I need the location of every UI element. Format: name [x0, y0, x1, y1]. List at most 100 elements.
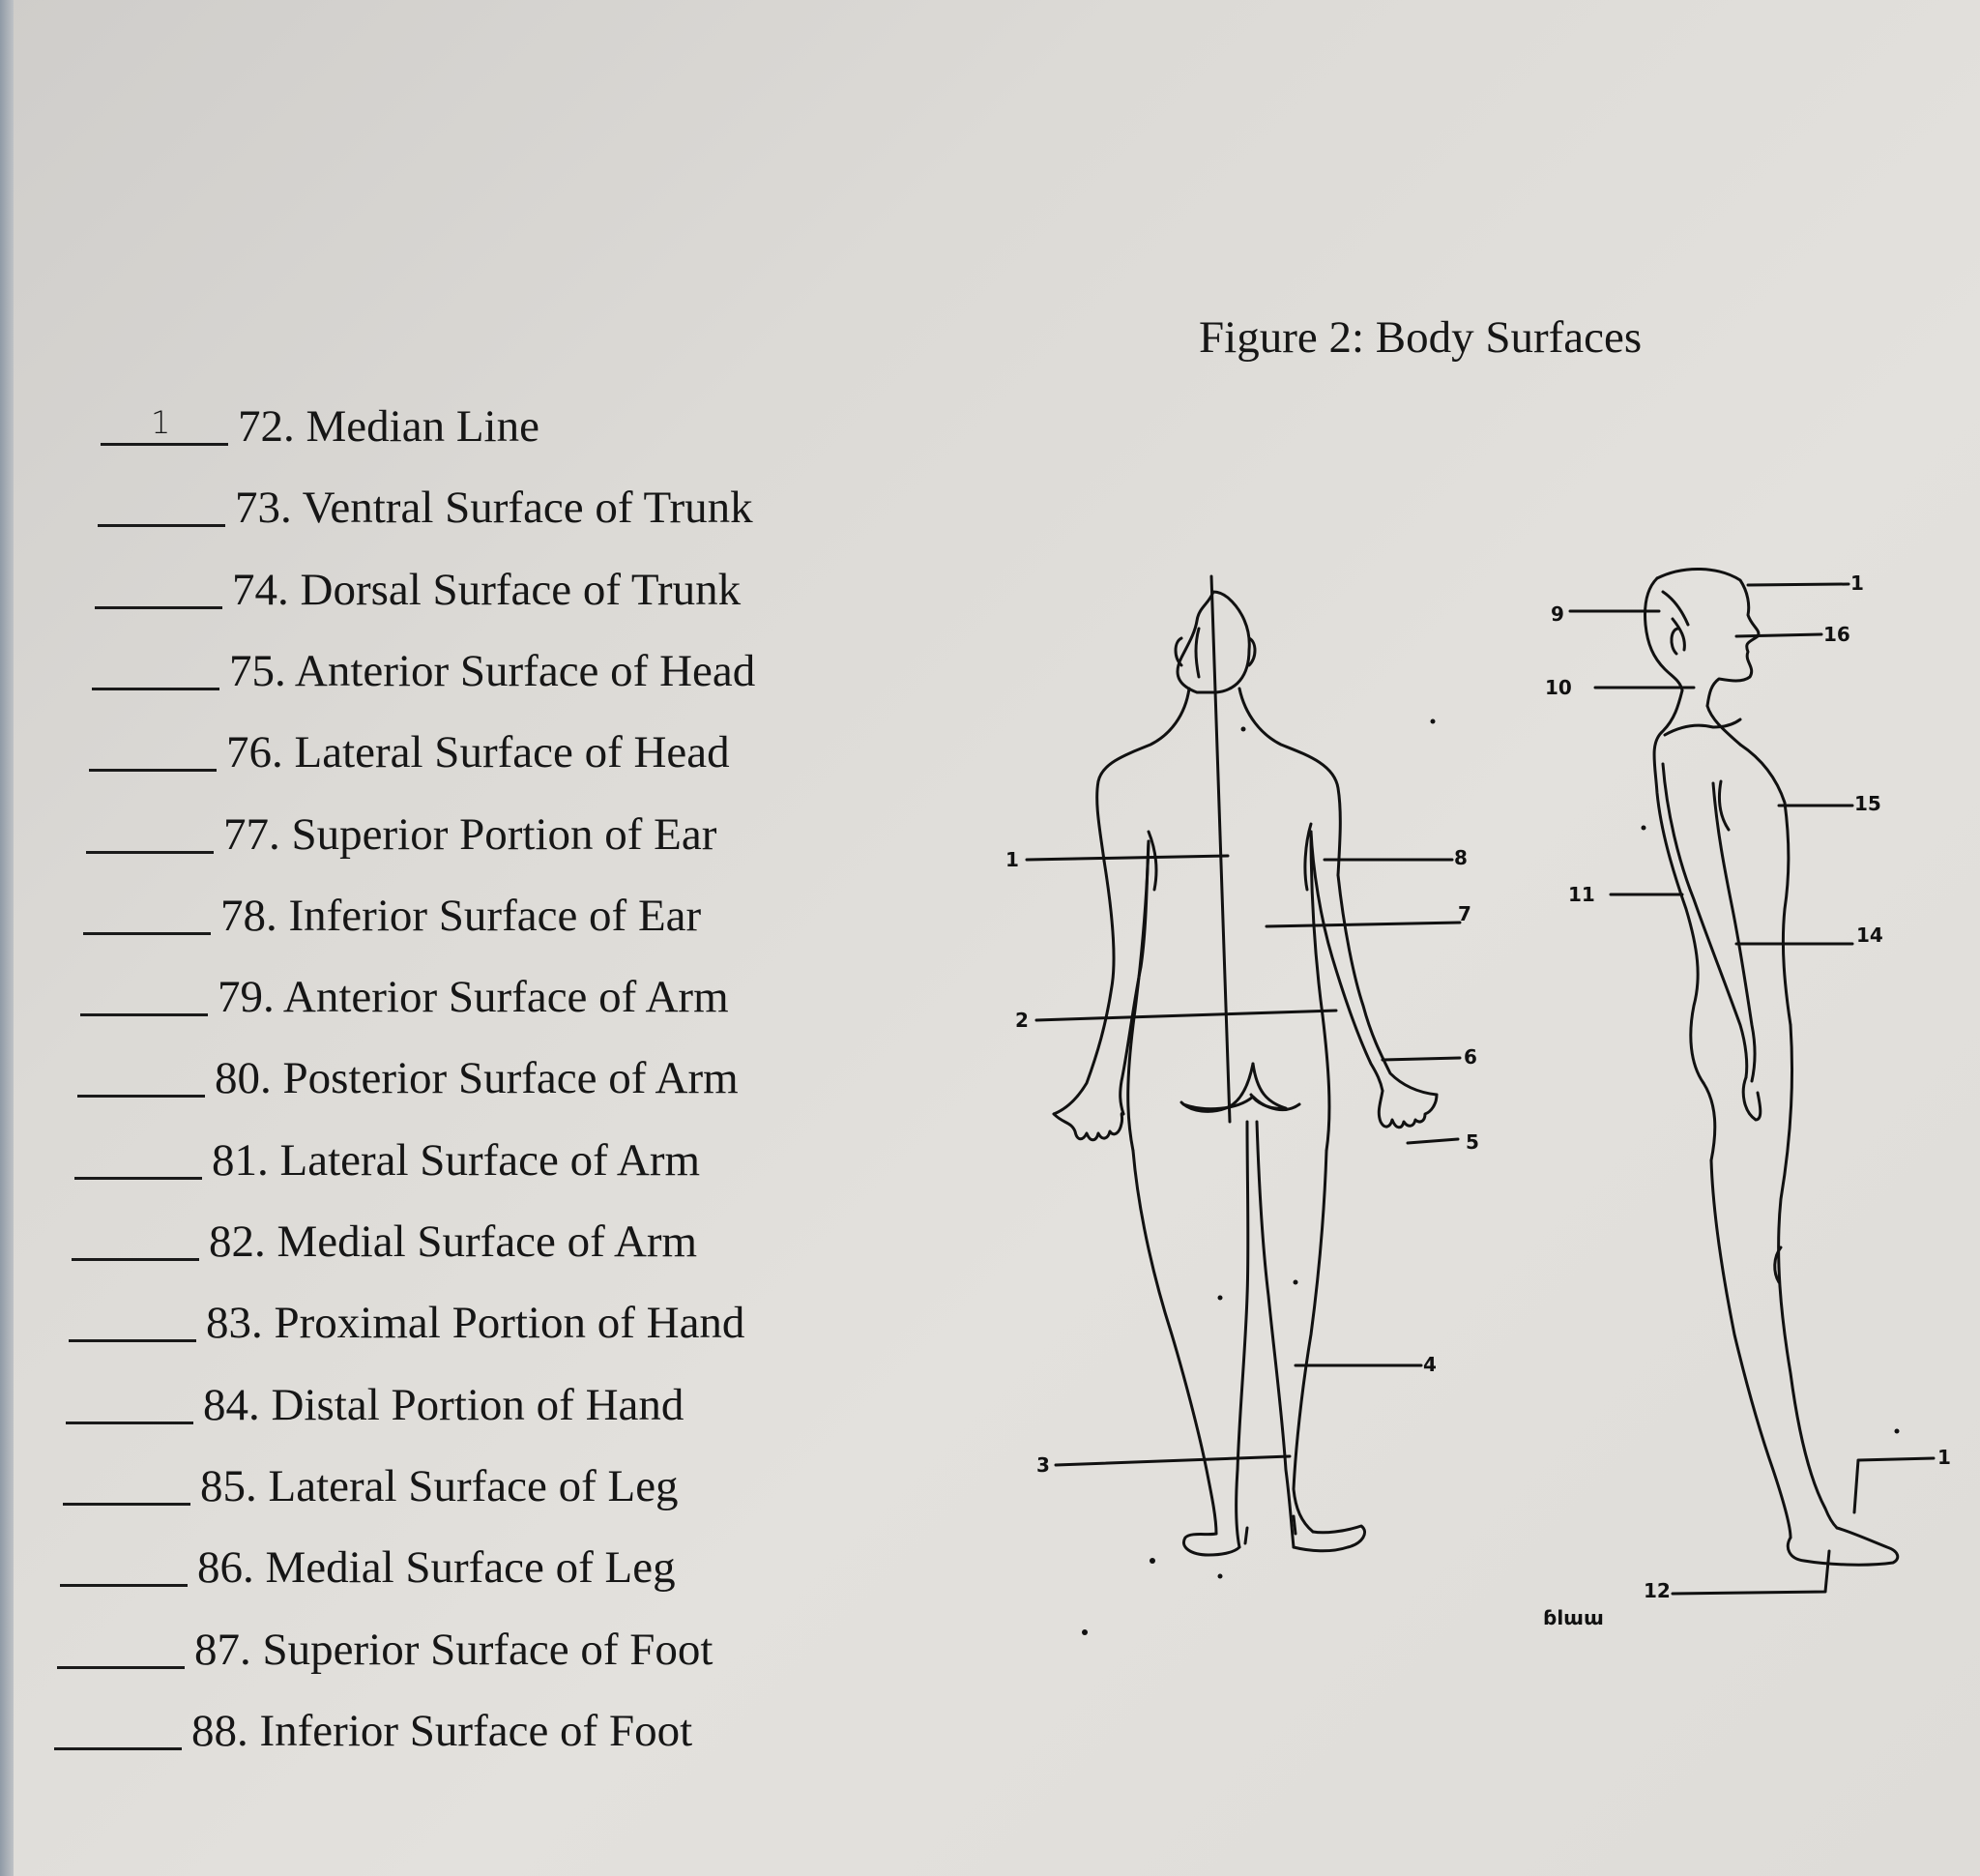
back-left-leg-inner: [1235, 1120, 1250, 1549]
figure-number-3-back: 3: [1036, 1453, 1050, 1477]
back-left-foot: [1182, 1532, 1241, 1557]
item-number: 78.: [220, 890, 277, 941]
figure-number-13-side: ɓlɯɯ: [1543, 1606, 1604, 1629]
back-neck-shoulder-right: [1238, 687, 1342, 877]
figure-number-7-back: 7: [1458, 902, 1471, 925]
back-view-figure: 1 2 3 4 5 6 7 8: [1005, 574, 1479, 1557]
side-shoulder: [1663, 718, 1742, 737]
side-arm-crease: [1717, 779, 1731, 832]
item-text: Anterior Surface of Head: [294, 645, 756, 696]
figure-number-4-back: 4: [1423, 1353, 1437, 1376]
item-label: 84. Distal Portion of Hand: [203, 1379, 684, 1431]
back-left-arm-inner: [1119, 839, 1150, 1116]
side-knee: [1773, 1246, 1783, 1284]
answer-blank[interactable]: [80, 1013, 208, 1017]
answer-blank[interactable]: [92, 687, 219, 690]
figure-number-6-back: 6: [1464, 1045, 1477, 1069]
leader-line-1-side: [1746, 582, 1850, 587]
item-label: 85. Lateral Surface of Leg: [200, 1460, 679, 1512]
figure-number-10-side: 10: [1545, 676, 1572, 699]
side-view-figure: 9 10 11 12 ɓlɯɯ 14 15 16 1 1: [1543, 568, 1951, 1629]
answer-blank[interactable]: [101, 443, 228, 446]
item-text: Proximal Portion of Hand: [274, 1298, 745, 1349]
item-text: Distal Portion of Hand: [271, 1379, 684, 1430]
item-text: Posterior Surface of Arm: [282, 1053, 739, 1104]
item-number: 80.: [215, 1053, 272, 1104]
item-number: 82.: [209, 1216, 266, 1267]
leader-line-16-side: [1734, 632, 1823, 638]
answer-blank[interactable]: [66, 1421, 193, 1424]
back-torso-left: [1126, 839, 1150, 1153]
answer-blank[interactable]: [98, 524, 225, 528]
item-text: Lateral Surface of Leg: [268, 1460, 679, 1511]
answer-blank[interactable]: [57, 1665, 185, 1669]
item-number: 73.: [235, 483, 292, 534]
side-back: [1652, 689, 1705, 1085]
item-number: 72.: [238, 401, 295, 452]
answer-blank[interactable]: [77, 1095, 205, 1099]
item-text: Lateral Surface of Head: [294, 727, 730, 778]
back-median-line: [1209, 574, 1232, 1124]
leader-line-12-side: [1671, 1549, 1831, 1596]
item-label: 72. Median Line: [238, 400, 539, 453]
item-label: 78. Inferior Surface of Ear: [220, 890, 701, 942]
item-label: 83. Proximal Portion of Hand: [206, 1297, 744, 1349]
answer-blank[interactable]: [83, 931, 211, 935]
side-arm-back: [1661, 762, 1749, 1079]
answer-blank[interactable]: [74, 1176, 202, 1180]
handwritten-answer: 1: [151, 404, 171, 441]
item-text: Medial Surface of Arm: [277, 1216, 698, 1267]
figure-title: Figure 2: Body Surfaces: [1199, 312, 1643, 363]
item-number: 87.: [194, 1624, 251, 1675]
item-label: 81. Lateral Surface of Arm: [212, 1134, 700, 1187]
leader-line-1b-side: [1852, 1456, 1936, 1514]
leader-line-2-back: [1034, 1009, 1338, 1022]
item-number: 74.: [232, 564, 289, 615]
item-number: 85.: [200, 1460, 257, 1511]
item-number: 77.: [223, 808, 280, 860]
item-number: 75.: [229, 645, 286, 696]
item-label: 87. Superior Surface of Foot: [194, 1624, 713, 1676]
item-text: Median Line: [306, 401, 539, 452]
item-text: Superior Surface of Foot: [262, 1624, 713, 1675]
side-chest: [1738, 743, 1792, 1027]
back-heel-left: [1243, 1526, 1249, 1545]
leader-line-1-back: [1025, 854, 1230, 862]
back-right-leg-outer: [1292, 1149, 1328, 1534]
answer-blank[interactable]: [69, 1339, 196, 1343]
leader-line-5-back: [1406, 1137, 1460, 1145]
side-head: [1655, 568, 1761, 708]
answer-blank[interactable]: [95, 605, 222, 609]
side-hair-detail: [1661, 590, 1690, 652]
answer-blank[interactable]: [89, 769, 217, 773]
figure-number-11-side: 11: [1568, 883, 1595, 906]
figure-number-1-side-top: 1: [1850, 572, 1864, 595]
item-label: 75. Anterior Surface of Head: [229, 645, 755, 697]
item-text: Superior Portion of Ear: [291, 808, 717, 860]
back-right-arm-outer: [1336, 873, 1439, 1097]
leader-line-3-back: [1054, 1454, 1292, 1467]
item-label: 74. Dorsal Surface of Trunk: [232, 564, 741, 616]
item-label: 80. Posterior Surface of Arm: [215, 1052, 739, 1104]
answer-blank[interactable]: [63, 1502, 190, 1506]
back-ear-right: [1247, 636, 1257, 667]
leader-line-6-back: [1381, 1056, 1462, 1062]
item-label: 77. Superior Portion of Ear: [223, 808, 716, 861]
answer-blank[interactable]: [72, 1258, 199, 1261]
figure-number-15-side: 15: [1854, 792, 1881, 815]
side-foot: [1786, 1526, 1900, 1567]
answer-blank[interactable]: [54, 1746, 182, 1750]
item-number: 83.: [206, 1298, 263, 1349]
item-number: 86.: [197, 1542, 254, 1594]
side-buttock: [1702, 1081, 1717, 1162]
answer-blank[interactable]: [60, 1584, 188, 1588]
answer-blank[interactable]: [86, 850, 214, 854]
item-label: 88. Inferior Surface of Foot: [191, 1705, 692, 1757]
item-number: 76.: [226, 727, 283, 778]
side-leg-back: [1709, 1158, 1792, 1539]
figure-number-1-back: 1: [1005, 848, 1019, 871]
figure-number-9-side: 9: [1551, 602, 1564, 626]
figure-number-2-back: 2: [1015, 1009, 1029, 1032]
item-label: 73. Ventral Surface of Trunk: [235, 482, 753, 534]
